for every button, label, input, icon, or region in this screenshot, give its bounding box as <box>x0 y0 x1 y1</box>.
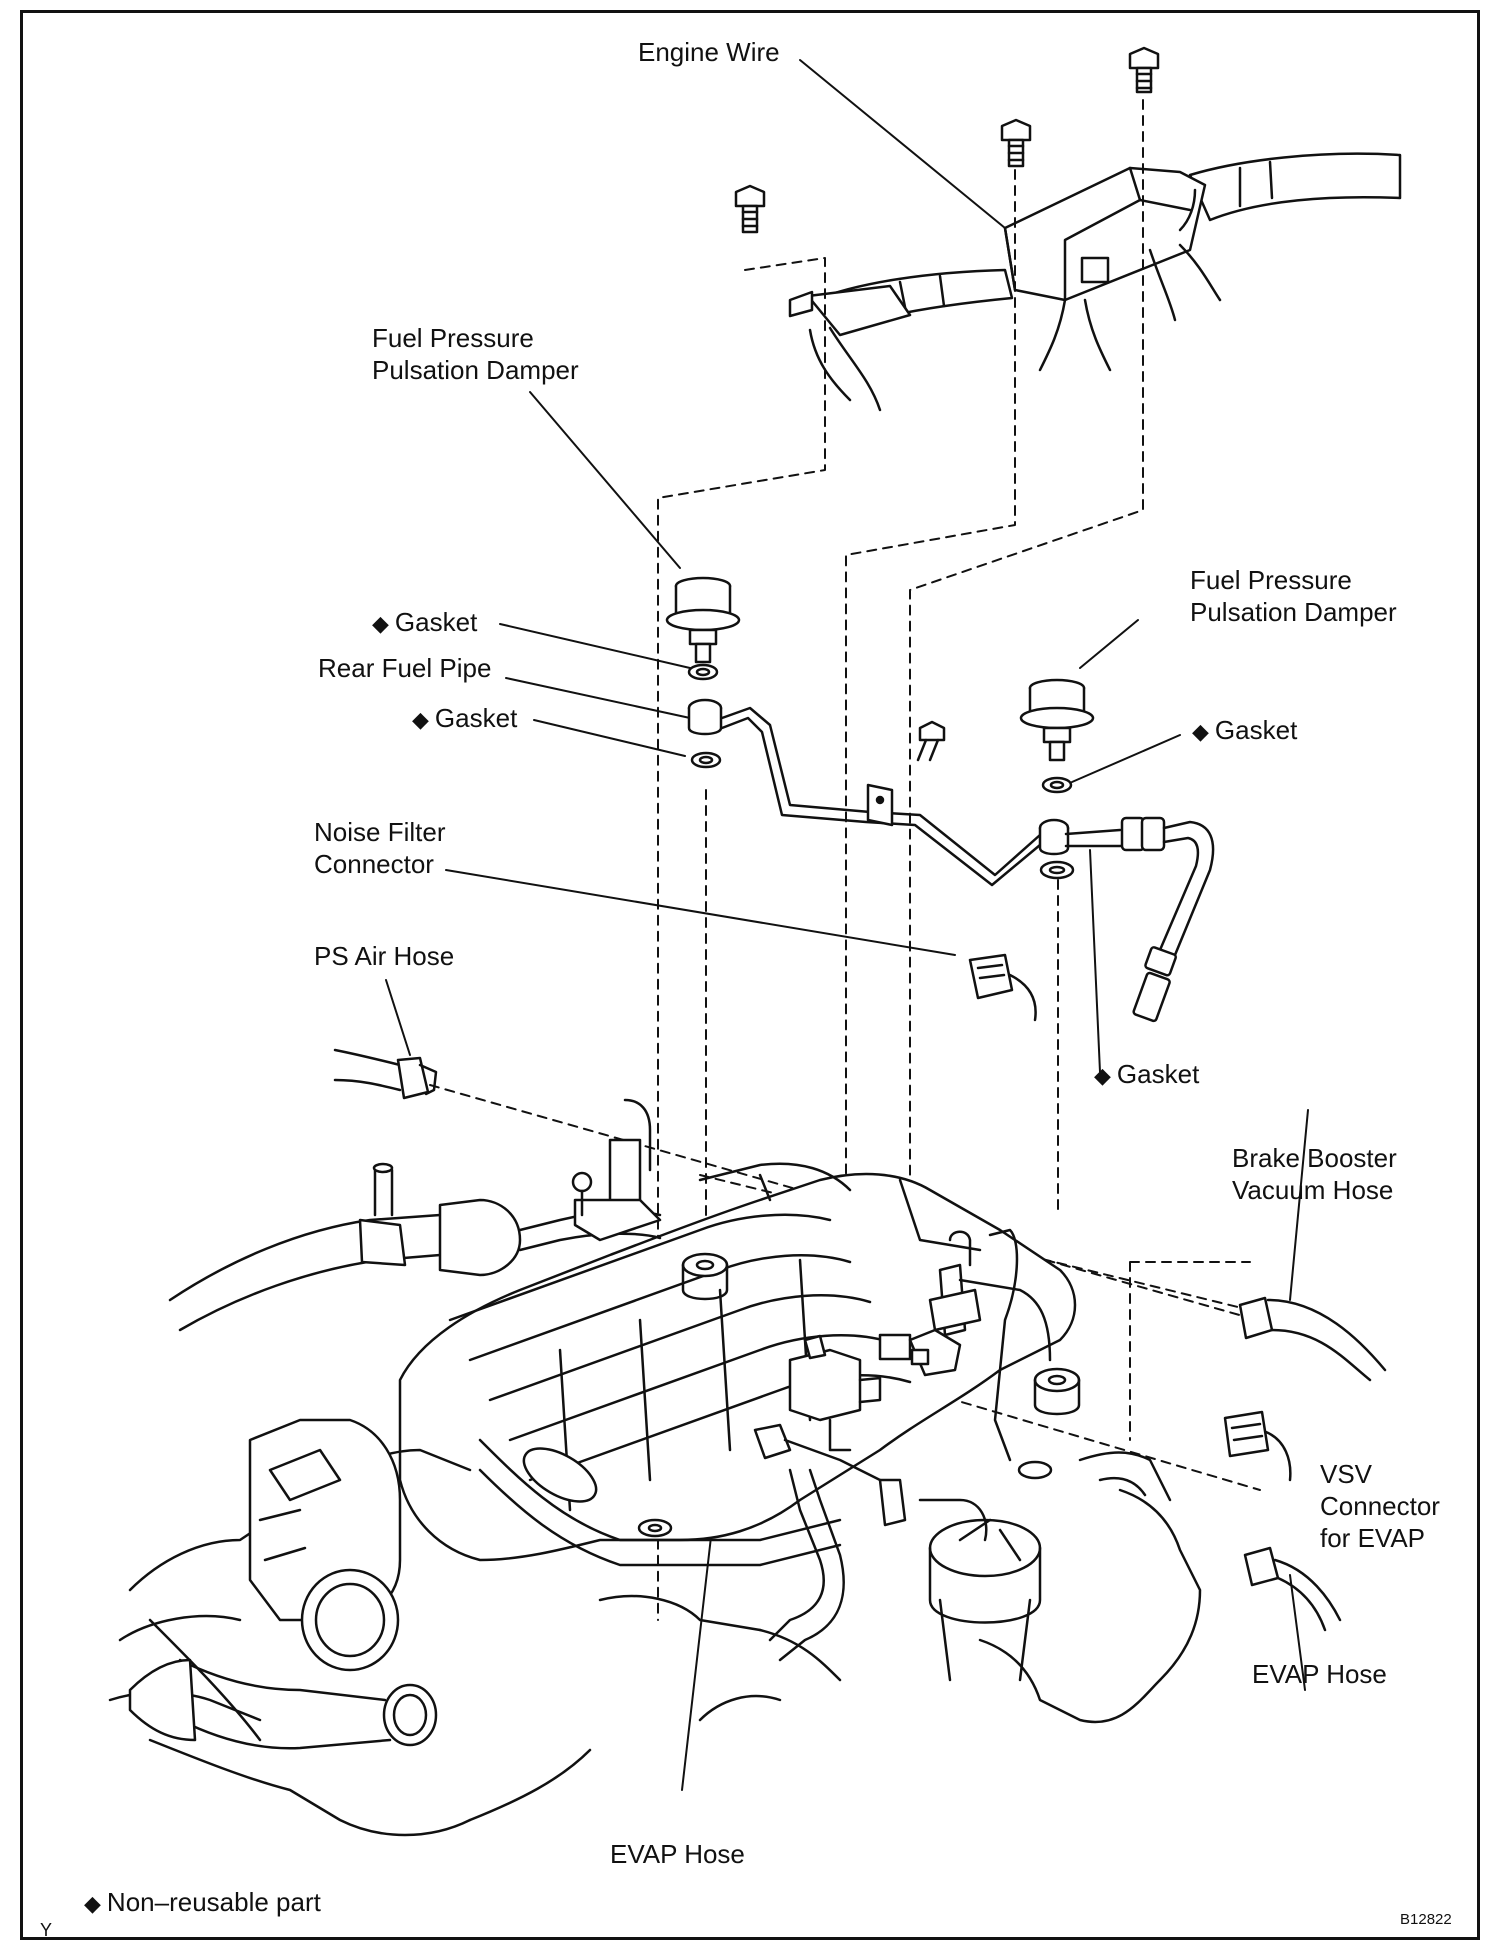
vsv-valve <box>788 1328 962 1452</box>
label-line: for EVAP <box>1320 1523 1426 1553</box>
diagram-frame <box>20 10 1480 1940</box>
engine-wire-harness <box>788 152 1402 412</box>
gasket-icon <box>690 751 722 769</box>
air-intake-duct <box>128 1658 438 1750</box>
label-line: Connector <box>314 849 434 879</box>
label-ps-air-hose: PS Air Hose <box>314 941 455 971</box>
evap-hose-right <box>1243 1546 1342 1632</box>
label-fuel-pressure-damper-left: Fuel Pressure Pulsation Damper <box>372 322 579 386</box>
ps-air-hose-fitting <box>571 1098 662 1242</box>
label-line: Noise Filter <box>314 817 446 847</box>
gasket-icon <box>687 663 719 681</box>
legend-text: Non–reusable part <box>106 1887 321 1917</box>
non-reusable-diamond-icon: ◆ <box>412 707 429 732</box>
label-line: Pulsation Damper <box>1190 597 1397 627</box>
label-fuel-pressure-damper-right: Fuel Pressure Pulsation Damper <box>1190 564 1397 628</box>
label-line: VSV <box>1320 1459 1373 1489</box>
fuel-pressure-damper-right <box>1019 678 1095 762</box>
lower-hoses <box>768 1451 1172 1662</box>
bracket-right <box>928 1228 1052 1462</box>
non-reusable-diamond-icon: ◆ <box>372 611 389 636</box>
fuel-pipe-right <box>1038 816 1215 1023</box>
gasket-icon <box>1039 860 1075 880</box>
rear-fuel-pipe <box>687 698 1042 887</box>
manifold-bosses <box>637 1252 1081 1538</box>
label-line: Brake Booster <box>1232 1143 1397 1173</box>
label-evap-hose-right: EVAP Hose <box>1252 1659 1387 1689</box>
figure-code: B12822 <box>1400 1911 1452 1928</box>
brake-booster-vacuum-hose <box>1238 1296 1387 1382</box>
non-reusable-diamond-icon: ◆ <box>84 1891 101 1916</box>
label-engine-wire: Engine Wire <box>638 37 780 67</box>
bolt-icon <box>916 720 946 762</box>
noise-filter-connector <box>968 953 1037 1022</box>
evap-hose-bottom <box>478 1423 882 1567</box>
label-line: Pulsation Damper <box>372 355 579 385</box>
bolt-icon <box>1000 118 1032 168</box>
label-gasket-2: ◆Gasket <box>412 703 518 733</box>
bolt-icon <box>1128 46 1160 94</box>
alignment-lines <box>429 99 1261 1621</box>
non-reusable-diamond-icon: ◆ <box>1094 1063 1111 1088</box>
intake-hose-left <box>168 1162 662 1332</box>
gasket-icon <box>1041 776 1073 794</box>
label-noise-filter-connector: Noise Filter Connector <box>314 816 445 880</box>
label-gasket-lower: ◆Gasket <box>1094 1059 1200 1089</box>
oil-filler-cap <box>928 1518 1042 1682</box>
label-evap-hose-bottom: EVAP Hose <box>610 1839 745 1869</box>
label-line: Fuel Pressure <box>1190 565 1352 595</box>
label-rear-fuel-pipe: Rear Fuel Pipe <box>318 653 492 683</box>
non-reusable-diamond-icon: ◆ <box>1192 719 1209 744</box>
throttle-body <box>248 1418 402 1672</box>
label-gasket-right: ◆Gasket <box>1192 715 1298 745</box>
label-brake-booster-vacuum-hose: Brake Booster Vacuum Hose <box>1232 1142 1397 1206</box>
vsv-connector <box>1223 1410 1292 1482</box>
label-gasket-1: ◆Gasket <box>372 607 478 637</box>
fuel-pressure-damper-left <box>665 576 741 664</box>
label-vsv-connector: VSV Connector for EVAP <box>1320 1458 1440 1554</box>
corner-mark: Y <box>40 1920 53 1940</box>
bolt-icon <box>734 184 766 234</box>
label-line: Vacuum Hose <box>1232 1175 1394 1205</box>
legend: ◆Non–reusable part <box>84 1886 321 1920</box>
label-line: Fuel Pressure <box>372 323 534 353</box>
label-line: Connector <box>1320 1491 1440 1521</box>
ps-air-hose <box>333 1048 438 1100</box>
